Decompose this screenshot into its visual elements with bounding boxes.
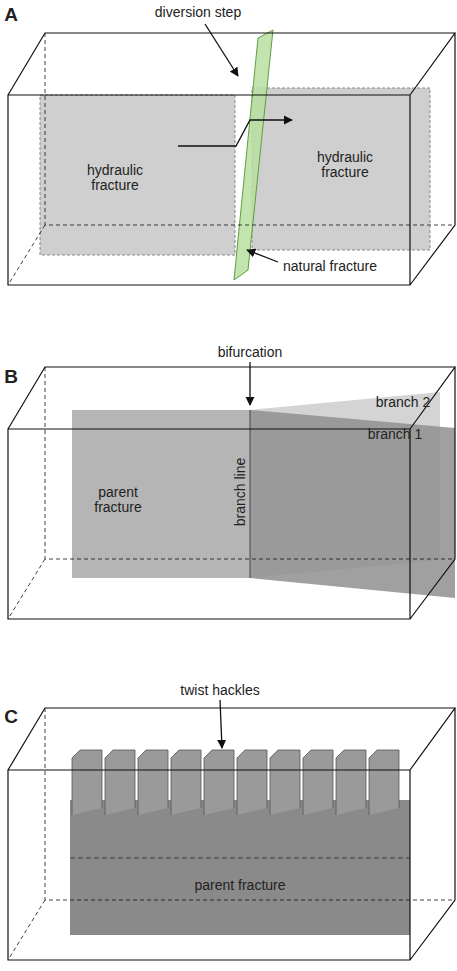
leader-arrow [205, 24, 238, 76]
panel-letter: B [4, 369, 18, 384]
block-outline [8, 367, 455, 619]
annotation: diversion step [155, 5, 241, 20]
plane-label: hydraulic fracture [309, 150, 381, 180]
line-label: branch line [233, 458, 248, 527]
annotation: twist hackles [180, 683, 259, 698]
twist-hackles [72, 750, 399, 815]
displacement-arrow [178, 120, 292, 146]
plane-label: branch 2 [376, 395, 430, 410]
leader-arrow [220, 700, 222, 748]
plane-label: parent fracture [194, 878, 285, 893]
panel-letter: A [4, 7, 18, 22]
plane-label: parent fracture [82, 485, 154, 515]
branch-plane [250, 410, 455, 598]
block-outline [8, 33, 455, 285]
hydraulic-plane [40, 95, 235, 255]
plane-label: hydraulic fracture [79, 163, 151, 193]
parent-plane [70, 800, 410, 935]
leader-arrow [247, 250, 278, 262]
hydraulic-plane [252, 88, 430, 250]
block-outline [8, 708, 455, 960]
annotation: natural fracture [283, 259, 377, 274]
parent-plane [72, 410, 250, 578]
plane-label: branch 1 [368, 427, 422, 442]
leader-arrow [249, 362, 250, 405]
natural-fracture-plane [234, 30, 273, 280]
panel-letter: C [4, 709, 18, 724]
annotation: bifurcation [218, 345, 283, 360]
